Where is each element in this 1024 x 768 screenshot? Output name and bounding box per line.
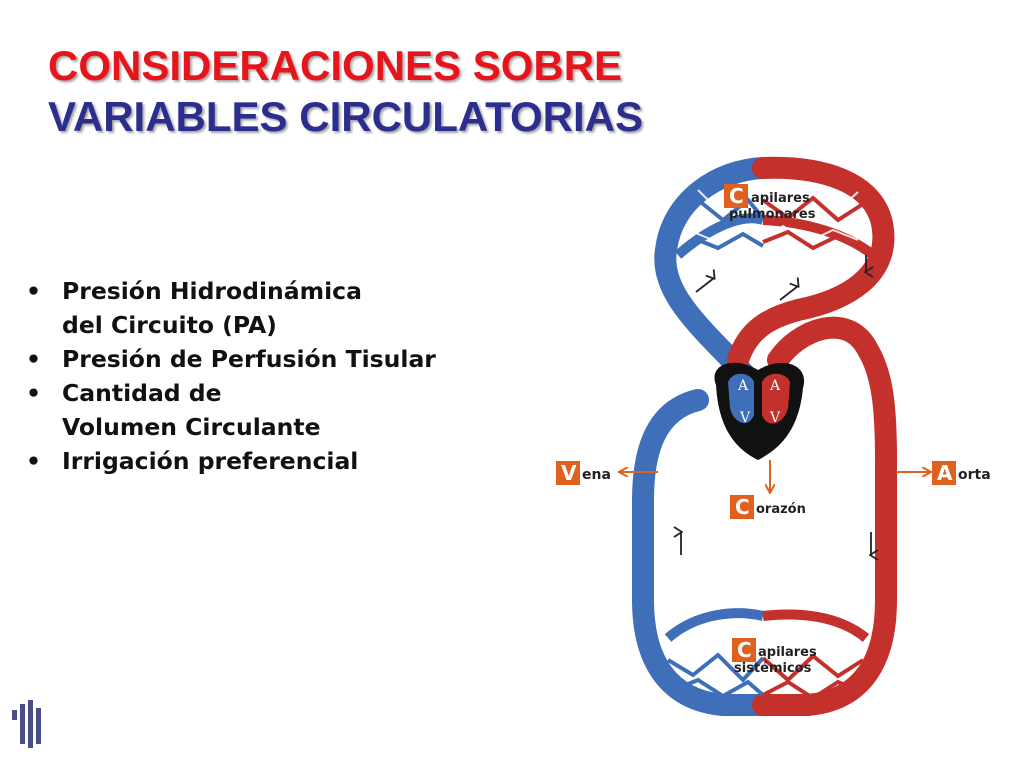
bullet-text: Presión de Perfusión Tisular	[62, 345, 436, 373]
vertical-bars-logo-icon	[12, 700, 41, 748]
bullet-item: • Cantidad de Volumen Circulante	[26, 376, 436, 444]
badge-letter: V	[561, 461, 577, 485]
label-capilares-pulmonares: C apilares pulmonares	[724, 184, 816, 222]
label-text: sistémicos	[734, 661, 812, 676]
chamber-ventricle-right: V	[769, 410, 781, 426]
chamber-atrium-right: A	[769, 378, 781, 394]
badge	[732, 638, 756, 662]
bullet-dot: •	[26, 379, 42, 407]
title-line-1: CONSIDERACIONES SOBRE	[48, 42, 623, 89]
slide-title: CONSIDERACIONES SOBRE VARIABLES CIRCULAT…	[48, 40, 643, 142]
bullet-item: • Irrigación preferencial	[26, 444, 436, 478]
badge-letter: A	[937, 461, 953, 485]
badge-letter: C	[735, 495, 750, 519]
label-capilares-sistemicos: C apilares sistémicos	[732, 638, 817, 676]
label-text: apilares	[751, 191, 810, 206]
circulation-diagram: A A V V C apilares pulmonares V ena A or…	[556, 156, 991, 716]
bullet-text: Volumen Circulante	[62, 413, 321, 441]
label-vena: V ena	[556, 461, 611, 485]
heart: A A V V	[714, 362, 805, 460]
bullet-list: • Presión Hidrodinámica del Circuito (PA…	[26, 274, 436, 478]
badge	[724, 184, 748, 208]
bullet-item: • Presión de Perfusión Tisular	[26, 342, 436, 376]
chamber-ventricle-left: V	[739, 410, 751, 426]
badge-letter: C	[737, 638, 752, 662]
arrow-flow-icon	[695, 278, 714, 293]
title-line-2: VARIABLES CIRCULATORIAS	[48, 93, 644, 140]
bullet-text: Irrigación preferencial	[62, 447, 359, 475]
badge-letter: C	[729, 184, 744, 208]
bullet-item: • Presión Hidrodinámica del Circuito (PA…	[26, 274, 436, 342]
label-text: orazón	[756, 502, 806, 517]
label-text: ena	[582, 467, 611, 483]
label-corazon: C orazón	[730, 495, 806, 519]
bullet-dot: •	[26, 447, 42, 475]
flow-arrows	[681, 255, 871, 555]
bullet-dot: •	[26, 277, 42, 305]
label-text: apilares	[758, 645, 817, 660]
arrow-flow-icon	[779, 286, 798, 301]
label-text: pulmonares	[729, 207, 816, 222]
chamber-atrium-left: A	[737, 378, 749, 394]
badge	[730, 495, 754, 519]
badge	[932, 461, 956, 485]
bullet-dot: •	[26, 345, 42, 373]
label-text: orta	[958, 467, 991, 483]
label-aorta: A orta	[932, 461, 991, 485]
systemic-loop	[632, 316, 897, 716]
bullet-text: Cantidad de	[62, 379, 222, 407]
bullet-text: del Circuito (PA)	[62, 311, 277, 339]
badge	[556, 461, 580, 485]
bullet-text: Presión Hidrodinámica	[62, 277, 362, 305]
